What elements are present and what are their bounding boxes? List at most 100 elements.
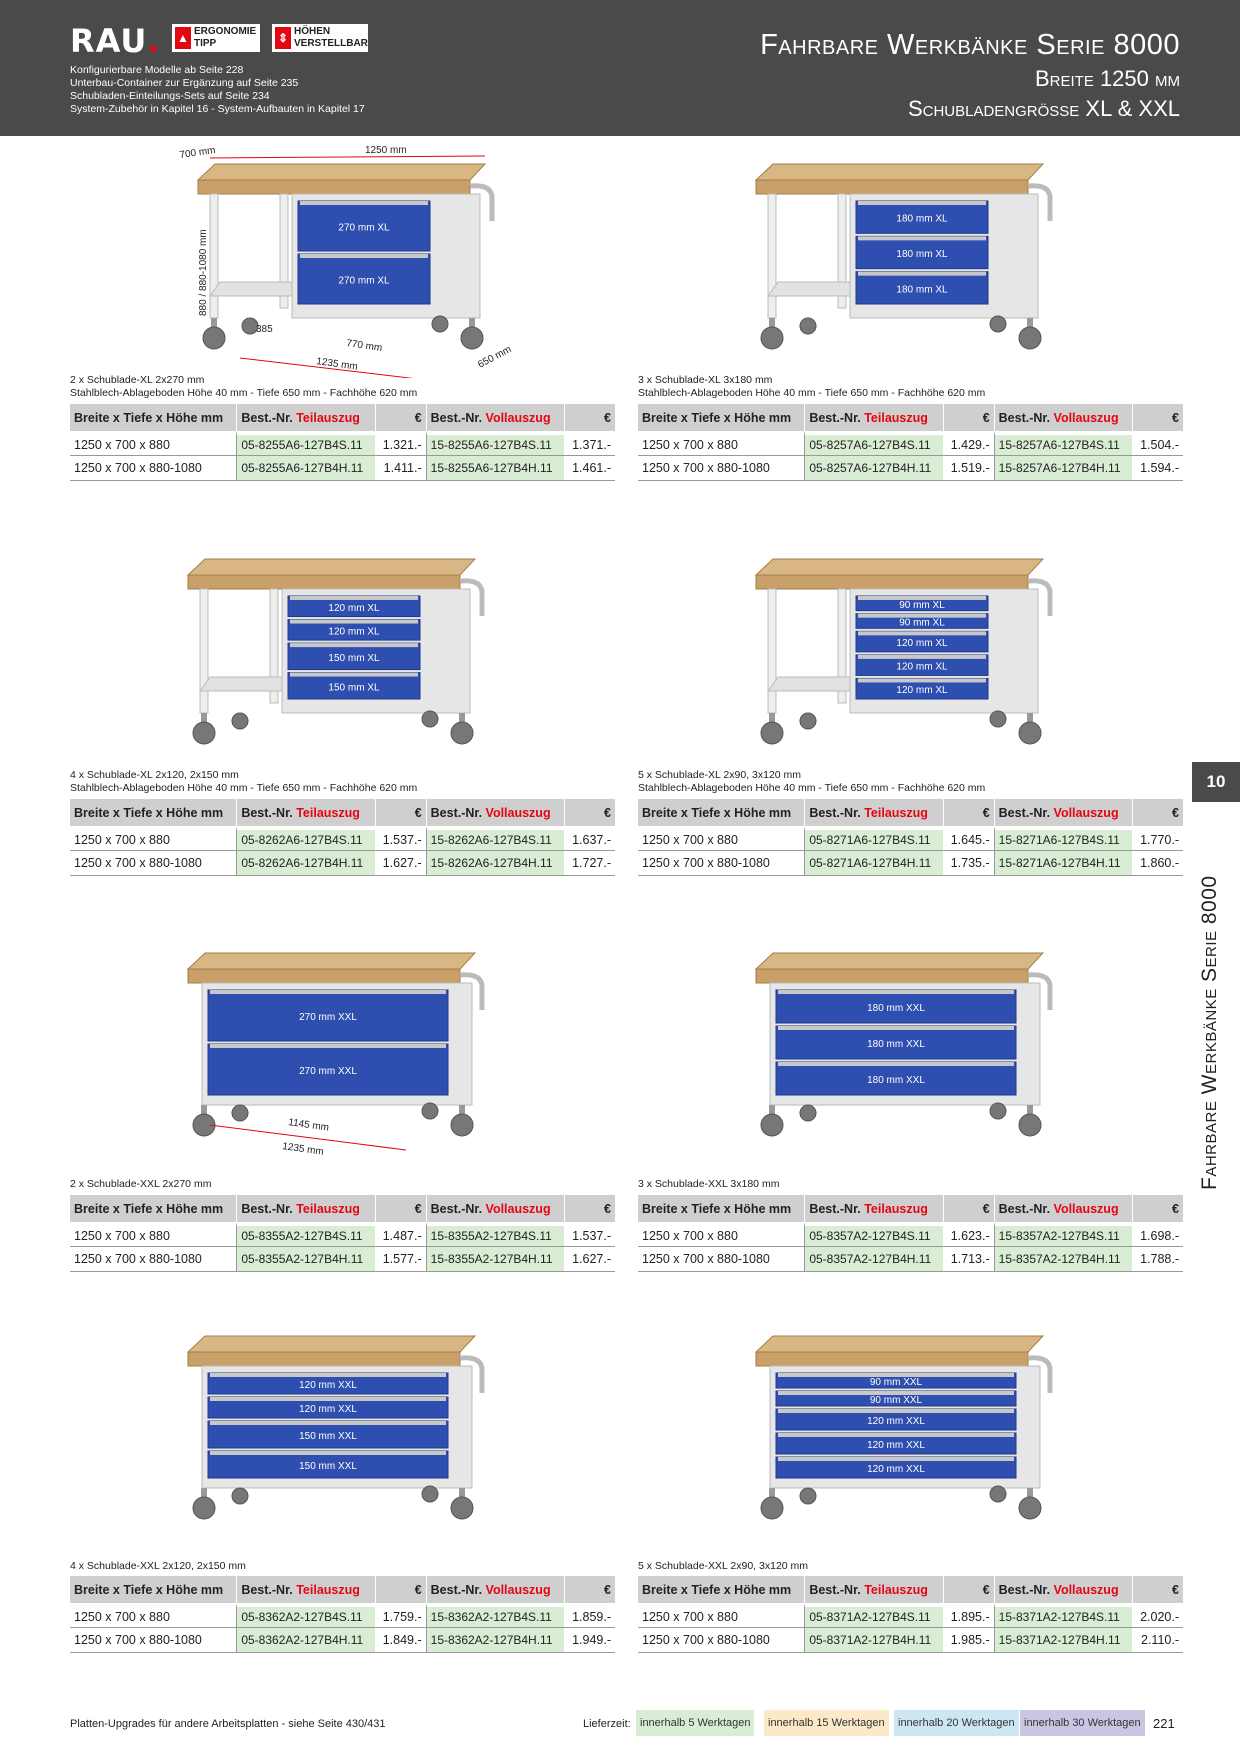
frame-leg [209,193,219,319]
price-full: 2.110.- [1132,1628,1183,1653]
drawer-label: 270 mm XXL [299,1066,357,1077]
price-table-header: Breite x Tiefe x Höhe mm Best.-Nr. Teila… [70,799,615,826]
drawer [855,200,989,234]
castor-wheel [989,315,1007,333]
drawer-label: 120 mm XL [328,626,380,637]
worktop-surface [754,163,1045,181]
castor-wheel [760,1113,784,1137]
castor-wheel [799,712,817,730]
order-number-partial: 05-8262A6-127B4H.11 [236,851,375,876]
dimensions-cell: 1250 x 700 x 880-1080 [70,1247,237,1272]
col-dimensions: Breite x Tiefe x Höhe mm [70,799,237,826]
col-partial-extension: Best.-Nr. Teilauszug [236,1195,375,1222]
product-description: 4 x Schublade-XXL 2x120, 2x150 mm [70,1560,246,1573]
shelf-spec: Stahlblech-Ablageboden Höhe 40 mm - Tief… [70,387,418,399]
order-number-partial: 05-8271A6-127B4H.11 [804,851,943,876]
order-number-partial: 05-8255A6-127B4S.11 [236,431,375,456]
drawer [287,642,421,671]
drawer-handle [300,254,428,258]
dimension-wheel-depth: 650 mm [476,344,513,371]
price-table: Breite x Tiefe x Höhe mm Best.-Nr. Teila… [70,1576,615,1653]
price-partial: 1.627.- [374,851,426,876]
order-number-partial: 05-8257A6-127B4S.11 [804,431,943,456]
castor-wheel [760,1496,784,1520]
drawer-handle [210,990,446,994]
table-row: 1250 x 700 x 880 05-8257A6-127B4S.11 1.4… [638,431,1183,456]
drawer-label: 150 mm XL [328,682,380,693]
col-eur: € [374,404,426,431]
header-titles: Fahrbare Werkbänke Serie 8000 Breite 125… [760,28,1180,124]
table-row: 1250 x 700 x 880 05-8255A6-127B4S.11 1.3… [70,431,615,456]
rau-logo: RAU. [70,22,161,60]
dimension-wheelbase: 1235 mm [316,356,359,373]
col-full-extension: Best.-Nr. Vollauszug [993,1195,1133,1222]
drawer-label: 90 mm XL [899,618,945,629]
price-table-header: Breite x Tiefe x Höhe mm Best.-Nr. Teila… [638,1576,1183,1603]
order-number-partial: 05-8255A6-127B4H.11 [236,456,375,481]
drawer [287,619,421,641]
price-partial: 1.577.- [374,1247,426,1272]
col-eur: € [374,1576,426,1603]
col-eur: € [1132,1576,1183,1603]
drawer [207,1043,449,1096]
price-table: Breite x Tiefe x Höhe mm Best.-Nr. Teila… [638,404,1183,481]
drawer-handle [210,1373,446,1377]
price-partial: 1.713.- [942,1247,994,1272]
order-number-full: 15-8362A2-127B4S.11 [425,1603,565,1628]
dimensions-cell: 1250 x 700 x 880-1080 [638,456,805,481]
col-dimensions: Breite x Tiefe x Höhe mm [638,404,805,431]
shelf-spec: Stahlblech-Ablageboden Höhe 40 mm - Tief… [638,782,986,794]
castor-wheel [989,1102,1007,1120]
legend-15-days: innerhalb 15 Werktagen [764,1710,889,1736]
drawer-label: 120 mm XXL [867,1464,925,1475]
castor-wheel [431,315,449,333]
order-number-full: 15-8257A6-127B4S.11 [993,431,1133,456]
castor-wheel [231,1487,249,1505]
castor-mount [201,1105,207,1117]
price-table-header: Breite x Tiefe x Höhe mm Best.-Nr. Teila… [70,1576,615,1603]
dimension-line [239,357,414,378]
worktop-surface [754,1335,1045,1353]
drawer-handle [210,1397,446,1401]
drawer-label: 120 mm XL [896,685,948,696]
drawer-config: 3 x Schublade-XXL 3x180 mm [638,1178,780,1190]
worktop-surface [186,558,477,576]
drawer-label: 270 mm XL [338,276,390,287]
dimensions-cell: 1250 x 700 x 880-1080 [638,1247,805,1272]
drawer-config: 5 x Schublade-XXL 2x90, 3x120 mm [638,1560,809,1572]
order-number-full: 15-8257A6-127B4H.11 [993,456,1133,481]
price-full: 1.637.- [564,826,615,851]
price-full: 1.788.- [1132,1247,1183,1272]
order-number-partial: 05-8355A2-127B4H.11 [236,1247,375,1272]
castor-mount [1027,318,1033,330]
drawer-handle [858,271,986,276]
drawer-label: 270 mm XXL [299,1012,357,1023]
drawer-handle [290,672,418,677]
castor-wheel [202,326,226,350]
drawer-label: 90 mm XXL [870,1395,923,1406]
drawer-label: 180 mm XXL [867,1075,925,1086]
castor-mount [1027,1488,1033,1500]
price-partial: 1.645.- [942,826,994,851]
drawer [855,271,989,305]
price-partial: 1.487.- [374,1222,426,1247]
order-number-full: 15-8255A6-127B4S.11 [425,431,565,456]
drawer-handle [778,1433,1014,1437]
ergonomie-tipp-badge: ▲ ERGONOMIE TIPP [172,24,260,52]
storage-shelf [767,281,859,297]
dimensions-cell: 1250 x 700 x 880 [70,1603,237,1628]
drawer-handle [290,619,418,624]
castor-wheel [760,721,784,745]
drawer-label: 120 mm XXL [867,1440,925,1451]
col-full-extension: Best.-Nr. Vollauszug [425,799,565,826]
col-partial-extension: Best.-Nr. Teilauszug [804,1195,943,1222]
shelf-spec: Stahlblech-Ablageboden Höhe 40 mm - Tief… [70,782,418,794]
table-row: 1250 x 700 x 880-1080 05-8355A2-127B4H.1… [70,1247,615,1272]
order-number-partial: 05-8355A2-127B4S.11 [236,1222,375,1247]
castor-wheel [421,1102,439,1120]
order-number-full: 15-8262A6-127B4H.11 [425,851,565,876]
drawer-handle [858,596,986,600]
drawer [297,200,431,252]
